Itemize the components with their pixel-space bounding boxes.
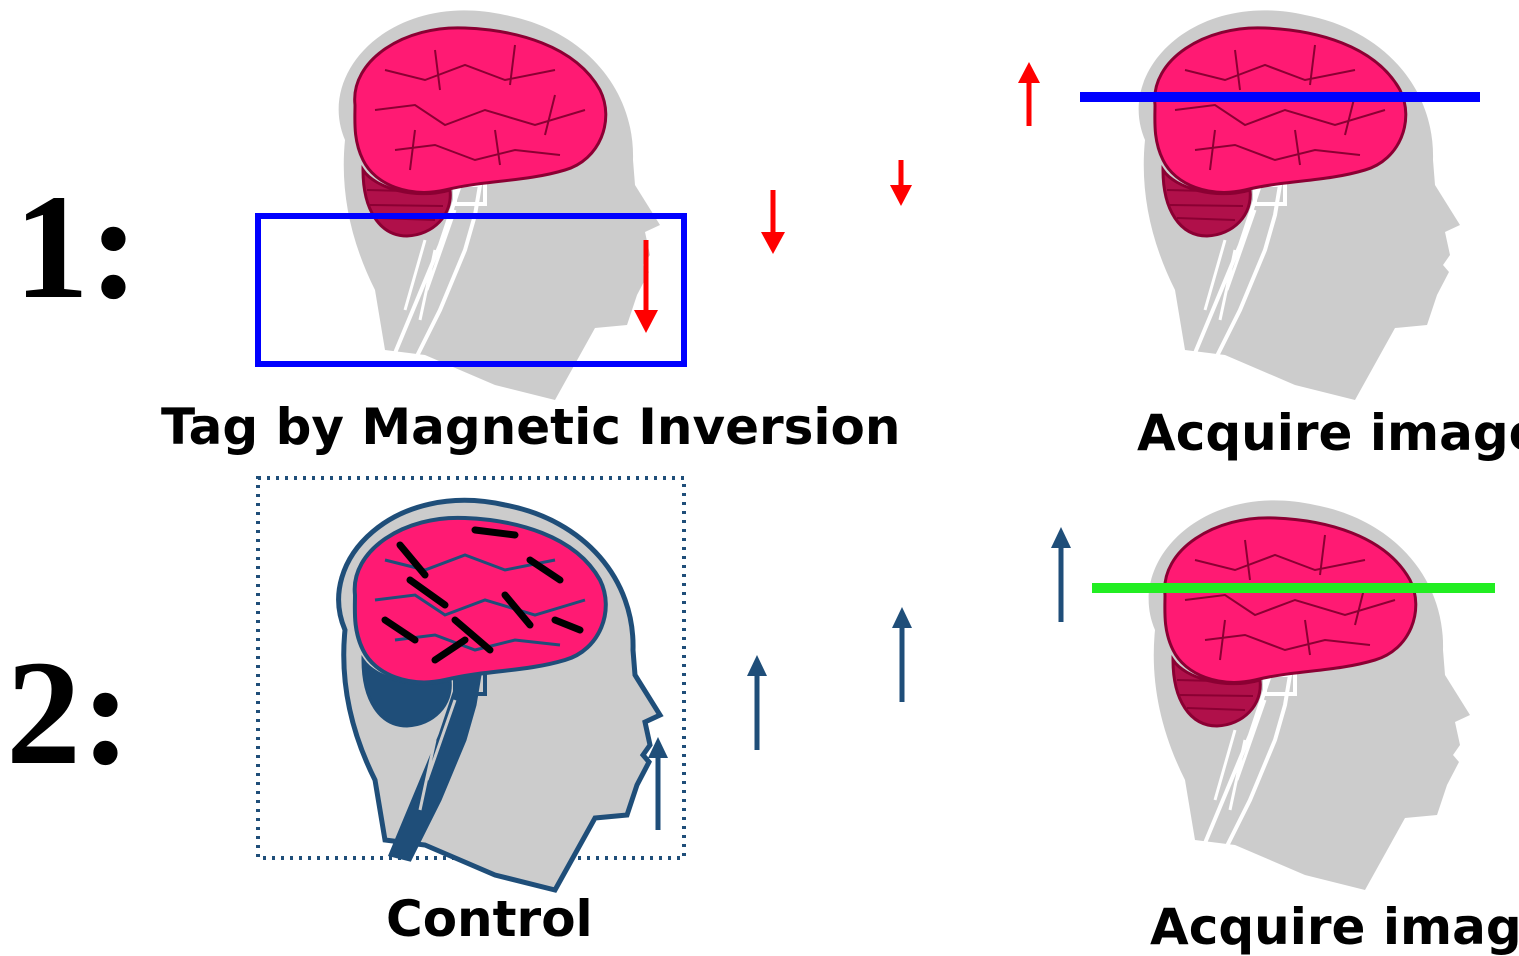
step2-result-head-brain-icon <box>1149 500 1470 890</box>
step1-head-brain-icon <box>339 10 660 400</box>
step1-result-head-brain-icon <box>1139 10 1460 400</box>
down-arrow-icon <box>761 190 785 254</box>
step1-number: 1: <box>14 172 139 322</box>
step2-number: 2: <box>6 638 131 788</box>
up-arrow-icon <box>747 655 767 750</box>
step1-result-caption: Acquire image <box>1137 408 1519 458</box>
up-arrow-icon <box>892 607 912 702</box>
step2-head-brain-icon <box>339 500 660 890</box>
up-arrow-icon <box>1018 62 1040 126</box>
step2-result-caption: Acquire image <box>1150 902 1519 952</box>
step1-caption: Tag by Magnetic Inversion <box>161 402 900 452</box>
down-arrow-icon <box>890 160 912 206</box>
up-arrow-icon <box>1051 527 1071 622</box>
up-arrow-icon <box>648 737 668 830</box>
step2-caption: Control <box>386 894 593 944</box>
